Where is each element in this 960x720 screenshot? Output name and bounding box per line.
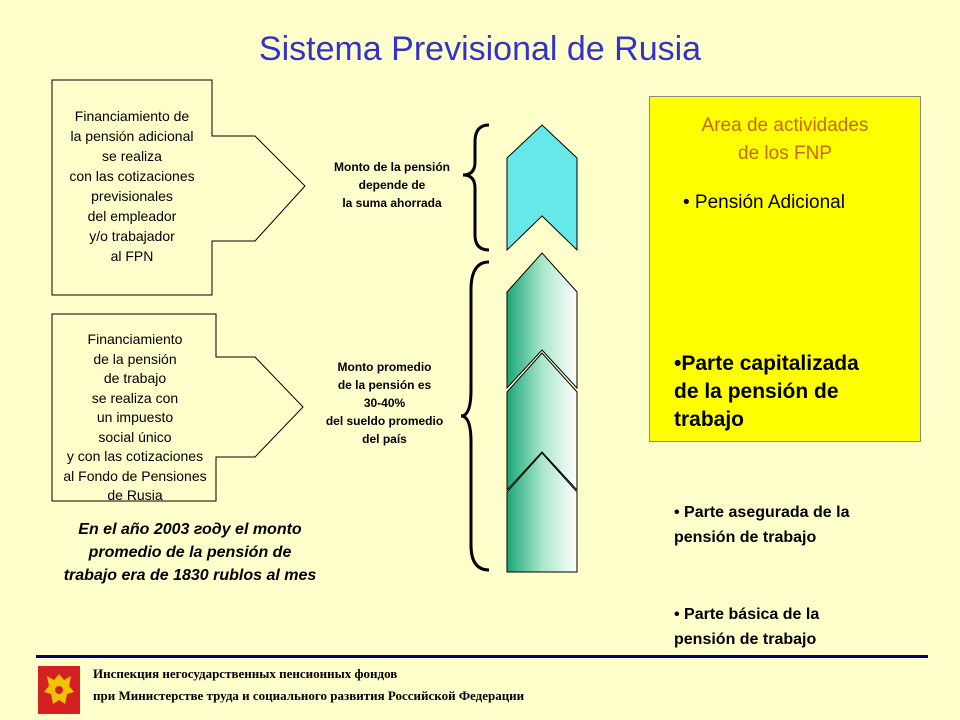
financing-labor-arrow: Financiamiento de la pensión de trabajo … bbox=[50, 312, 310, 504]
bullet-insured-part: • Parte asegurada de la pensión de traba… bbox=[674, 504, 850, 546]
page-title: Sistema Previsional de Rusia bbox=[258, 30, 702, 68]
braces bbox=[460, 123, 490, 572]
chevron-capitalized bbox=[506, 252, 578, 390]
pension-depends-text: Monto de la pensión depende de la suma a… bbox=[334, 160, 450, 210]
financing-additional-arrow: Financiamiento de la pensión adicional s… bbox=[50, 78, 310, 298]
bullet-basic-part: • Parte básica de la pensión de trabajo bbox=[674, 606, 820, 648]
bullet-additional-pension: • Pensión Adicional bbox=[683, 192, 845, 213]
chevron-additional bbox=[506, 124, 578, 252]
footer-line-1: Инспекция негосударственных пенсионных ф… bbox=[93, 666, 398, 681]
bullet-capitalized-part: •Parte capitalizada de la pensión de tra… bbox=[674, 352, 859, 431]
fnp-area-title: Area de actividades de los FNP bbox=[701, 115, 869, 164]
chevron-insured bbox=[506, 352, 578, 492]
average-pension-text: Monto promedio de la pensión es 30-40% d… bbox=[325, 360, 444, 446]
chevron-basic bbox=[506, 452, 578, 573]
financing-labor-text: Financiamiento de la pensión de trabajo … bbox=[63, 331, 207, 503]
russian-emblem-icon bbox=[38, 666, 80, 714]
average-pension-note: En el año 2003 году el monto promedio de… bbox=[63, 521, 317, 584]
pension-chevrons bbox=[506, 124, 578, 573]
fnp-area-box bbox=[649, 96, 921, 442]
footer-line-2: при Министерстве труда и социального раз… bbox=[93, 688, 525, 703]
footer-rule bbox=[36, 655, 928, 658]
financing-additional-text: Financiamiento de la pensión adicional s… bbox=[69, 108, 195, 264]
